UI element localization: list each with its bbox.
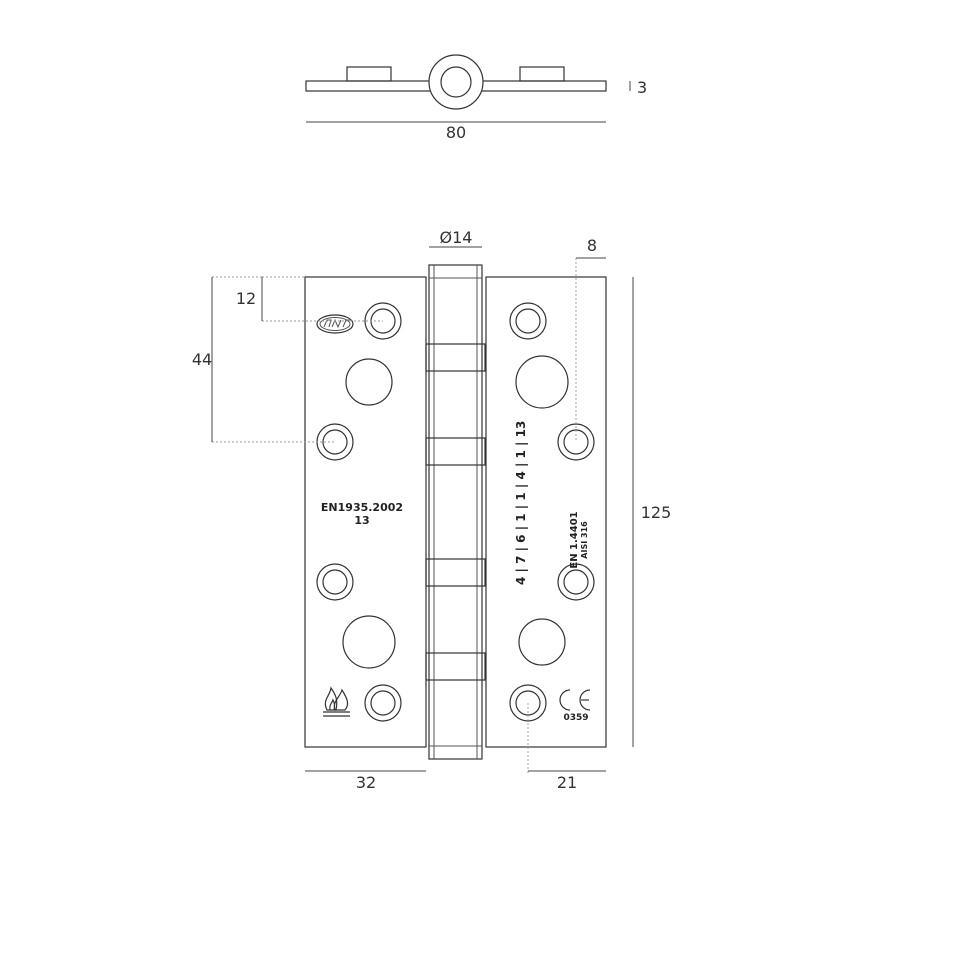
logo-icon [316, 314, 354, 334]
notified-body-number: 0359 [563, 713, 588, 723]
knuckle-barrel [428, 264, 483, 760]
height-dimension-label: 125 [641, 503, 672, 522]
top-view-knuckle [428, 54, 484, 110]
left-fixing-hole-1 [345, 358, 393, 406]
left-screw-hole-3 [316, 563, 354, 601]
right-fixing-hole-2 [518, 618, 566, 666]
front-dimensions: Ø14 8 12 44 125 32 21 [192, 228, 671, 792]
left-screw-hole-4 [364, 684, 402, 722]
right-leaf [485, 276, 607, 748]
standard-suffix: 13 [354, 514, 369, 527]
knuckle-diameter-label: Ø14 [440, 228, 473, 247]
material-text: EN 1.4401 [569, 511, 580, 568]
left-leaf [304, 276, 427, 748]
bearing-ring-1 [425, 343, 486, 372]
bearing-ring-3 [425, 558, 486, 587]
right-screw-hole-3 [557, 563, 595, 601]
left-leaf-width-label: 32 [356, 773, 376, 792]
classification-text: 4 | 7 | 6 | 1 | 1 | 4 | 1 | 13 [514, 421, 528, 585]
bearing-ring-4 [425, 652, 486, 681]
right-screw-hole-2 [557, 423, 595, 461]
top-view-screw-head-right [519, 66, 565, 82]
edge-offset-label: 8 [587, 236, 597, 255]
top-view: 3 80 [305, 54, 647, 142]
material-marking: EN 1.4401 AISI 316 [569, 511, 589, 568]
fire-rated-icon [323, 686, 350, 717]
right-screw-hole-1 [509, 302, 547, 340]
ce-mark-icon [559, 689, 591, 711]
top-view-screw-head-left [346, 66, 392, 82]
second-offset-label: 44 [192, 350, 212, 369]
left-fixing-hole-2 [342, 615, 396, 669]
right-leaf-width-label: 21 [557, 773, 577, 792]
bearing-ring-2 [425, 437, 486, 466]
thickness-dimension-label: 3 [637, 78, 647, 97]
right-fixing-hole-1 [515, 355, 569, 409]
width-dimension-label: 80 [446, 123, 466, 142]
material-grade-text: AISI 316 [580, 521, 589, 559]
top-offset-label: 12 [236, 289, 256, 308]
top-view-pin [440, 66, 472, 98]
classification-code: 4 | 7 | 6 | 1 | 1 | 4 | 1 | 13 [514, 421, 528, 585]
left-screw-hole-2 [316, 423, 354, 461]
standard-marking: EN1935.2002 [321, 501, 403, 514]
front-view: EN1935.2002 13 4 | 7 | 6 | 1 | 1 | 4 | 1… [304, 264, 607, 760]
